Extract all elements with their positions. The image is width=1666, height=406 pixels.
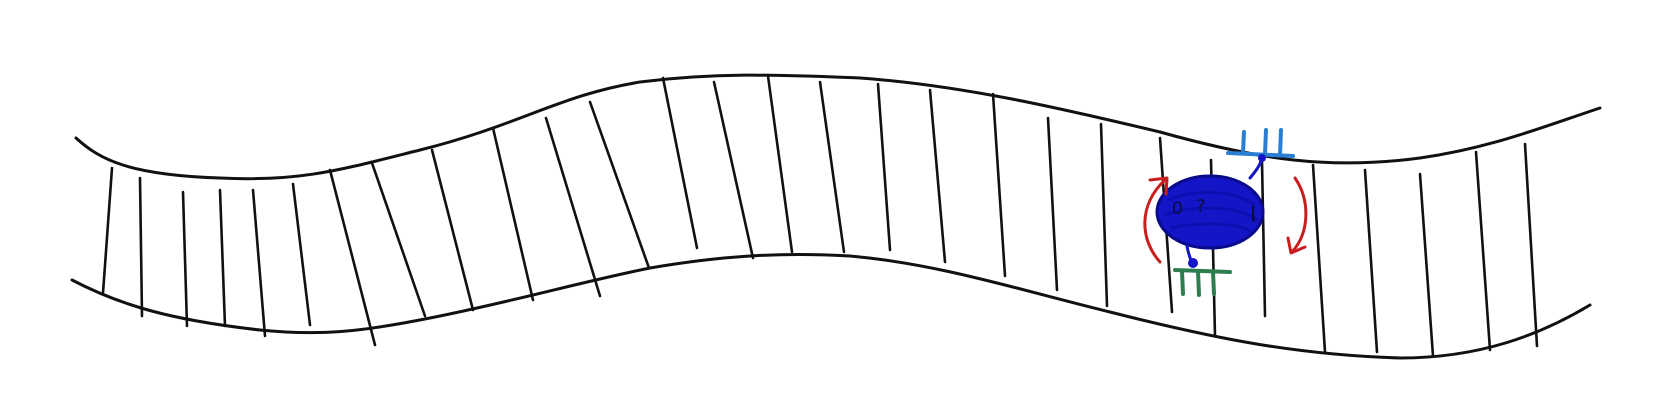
rung [991, 92, 1007, 278]
upper-foot [1226, 128, 1295, 180]
rung [588, 100, 651, 270]
upper-foot-leg [1263, 128, 1268, 156]
rung [218, 188, 227, 328]
rung [1260, 160, 1267, 318]
lower-foot [1173, 244, 1232, 297]
rung [1046, 116, 1059, 292]
left-arrow-head [1148, 176, 1169, 196]
rung [712, 80, 755, 260]
ribbon-upper-edge [74, 73, 1602, 181]
rung [544, 116, 602, 298]
left-arrow-shaft [1143, 178, 1167, 264]
rung [766, 74, 794, 254]
lower-foot-joint [1188, 258, 1198, 268]
rung [1363, 168, 1379, 354]
rung [291, 182, 312, 327]
rung [491, 126, 535, 302]
ribbon-rungs [101, 74, 1539, 358]
body-mark-i: I [1250, 203, 1257, 228]
lower-foot-leg [1196, 269, 1201, 297]
rung [328, 168, 377, 347]
lower-foot-leg [1211, 270, 1216, 296]
lower-foot-leg [1180, 269, 1185, 296]
rung [138, 176, 144, 318]
motor-body: 0 ? I [1155, 174, 1265, 250]
lower-foot-bar [1173, 268, 1232, 274]
rung [370, 161, 427, 318]
rotation-arrows [1143, 176, 1308, 264]
body-mark-question: ? [1196, 196, 1206, 217]
ribbon-lower-edge [70, 253, 1592, 360]
rung [928, 88, 947, 264]
rung [1099, 122, 1109, 308]
upper-foot-leg [1278, 128, 1283, 157]
rung [251, 188, 267, 338]
upper-foot-leg [1241, 130, 1246, 155]
right-arrow-head [1286, 236, 1307, 255]
rung [661, 76, 699, 250]
rung [818, 80, 846, 254]
right-arrow-shaft [1290, 176, 1308, 254]
body-mark-zero: 0 [1172, 199, 1183, 219]
rung [1311, 163, 1327, 354]
rung [1474, 150, 1492, 352]
rung [1523, 142, 1539, 348]
rung [101, 166, 114, 295]
rung [430, 148, 475, 312]
upper-foot-joint [1258, 154, 1266, 162]
rung [1418, 172, 1435, 358]
rung [181, 190, 189, 328]
rung [876, 82, 892, 252]
body-scribble [1164, 190, 1259, 234]
